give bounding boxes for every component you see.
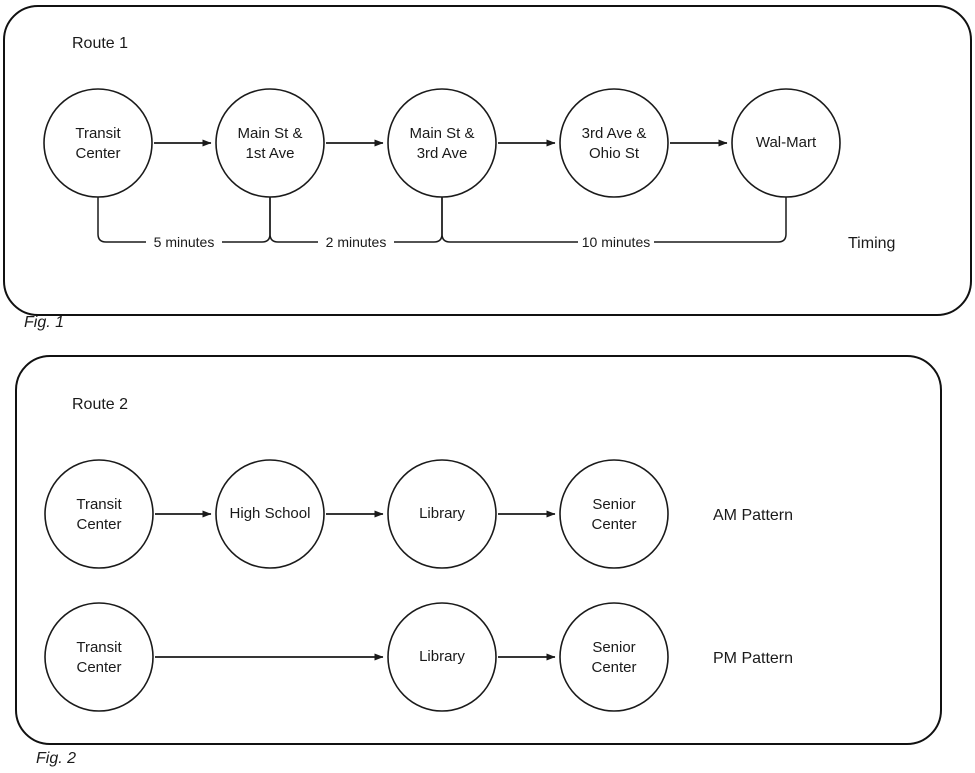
figure-1-timing-bracket-2: 2 minutes bbox=[269, 197, 443, 250]
figure-1-border bbox=[3, 5, 972, 316]
node-label-line1: Senior bbox=[592, 639, 635, 656]
figure-1-panel: Route 1 Transit Center Main St & 1st Ave… bbox=[3, 5, 972, 316]
figure-2-pm-node-library[interactable]: Library bbox=[387, 602, 497, 712]
node-circle[interactable] bbox=[215, 459, 325, 569]
node-label-line2: 1st Ave bbox=[246, 145, 295, 162]
node-circle[interactable] bbox=[387, 88, 497, 198]
timing-bracket-right-leg bbox=[222, 197, 271, 243]
figure-2-pm-node-senior-center[interactable]: Senior Center bbox=[559, 602, 669, 712]
figure-2-am-node-transit-center[interactable]: Transit Center bbox=[44, 459, 154, 569]
figure-1-caption: Fig. 1 bbox=[24, 314, 64, 331]
node-label-line2: Center bbox=[591, 516, 636, 533]
timing-bracket-left-leg bbox=[441, 197, 578, 243]
figure-2-pm-row: Transit Center Library Senior Center PM … bbox=[44, 602, 793, 712]
node-label-line1: Transit bbox=[75, 125, 121, 142]
node-circle[interactable] bbox=[44, 459, 154, 569]
figure-1-node-wal-mart[interactable]: Wal-Mart bbox=[731, 88, 841, 198]
node-circle[interactable] bbox=[215, 88, 325, 198]
node-label-line2: Center bbox=[75, 145, 120, 162]
node-circle[interactable] bbox=[387, 459, 497, 569]
node-label-line2: Center bbox=[76, 659, 121, 676]
timing-label-10-minutes: 10 minutes bbox=[582, 234, 650, 250]
figure-1-node-3rd-ave-ohio-st[interactable]: 3rd Ave & Ohio St bbox=[559, 88, 669, 198]
figure-2-caption: Fig. 2 bbox=[36, 750, 76, 767]
node-label-line1: Wal-Mart bbox=[756, 134, 817, 151]
timing-bracket-left-leg bbox=[269, 197, 318, 243]
figure-1-node-main-st-1st-ave[interactable]: Main St & 1st Ave bbox=[215, 88, 325, 198]
node-label-line1: Main St & bbox=[237, 125, 302, 142]
figure-1-node-transit-center[interactable]: Transit Center bbox=[43, 88, 153, 198]
node-circle[interactable] bbox=[559, 88, 669, 198]
figure-2-side-label-pm-pattern: PM Pattern bbox=[713, 650, 793, 667]
figure-2-title: Route 2 bbox=[72, 396, 128, 413]
node-label-line1: Transit bbox=[76, 639, 122, 656]
node-label-line1: Senior bbox=[592, 496, 635, 513]
node-circle[interactable] bbox=[44, 602, 154, 712]
timing-bracket-left-leg bbox=[97, 197, 146, 243]
figure-2-am-node-high-school[interactable]: High School bbox=[215, 459, 325, 569]
figure-2-panel: Route 2 Transit Center High School Libra… bbox=[15, 355, 942, 745]
figure-2-am-node-senior-center[interactable]: Senior Center bbox=[559, 459, 669, 569]
figure-2-am-row: Transit Center High School Library Senio… bbox=[44, 459, 793, 569]
node-circle[interactable] bbox=[559, 602, 669, 712]
figure-1-side-label-timing: Timing bbox=[848, 235, 895, 252]
node-label-line2: Center bbox=[591, 659, 636, 676]
node-label-line2: Ohio St bbox=[589, 145, 640, 162]
node-circle[interactable] bbox=[559, 459, 669, 569]
node-label-line1: Transit bbox=[76, 496, 122, 513]
node-circle[interactable] bbox=[387, 602, 497, 712]
timing-label-5-minutes: 5 minutes bbox=[154, 234, 215, 250]
figure-1-timing-bracket-3: 10 minutes bbox=[441, 197, 787, 250]
timing-label-2-minutes: 2 minutes bbox=[326, 234, 387, 250]
node-label-line1: Main St & bbox=[409, 125, 474, 142]
node-label-line1: Library bbox=[419, 648, 465, 665]
node-label-line2: 3rd Ave bbox=[417, 145, 468, 162]
timing-bracket-right-leg bbox=[394, 197, 443, 243]
figure-1-title: Route 1 bbox=[72, 35, 128, 52]
figure-2-side-label-am-pattern: AM Pattern bbox=[713, 507, 793, 524]
node-label-line1: 3rd Ave & bbox=[582, 125, 647, 142]
figure-1-timing-bracket-1: 5 minutes bbox=[97, 197, 271, 250]
node-circle[interactable] bbox=[43, 88, 153, 198]
timing-bracket-right-leg bbox=[654, 197, 787, 243]
figure-2-pm-node-transit-center[interactable]: Transit Center bbox=[44, 602, 154, 712]
node-label-line1: High School bbox=[230, 505, 311, 522]
node-label-line2: Center bbox=[76, 516, 121, 533]
figure-2-am-node-library[interactable]: Library bbox=[387, 459, 497, 569]
node-label-line1: Library bbox=[419, 505, 465, 522]
figure-1-node-main-st-3rd-ave[interactable]: Main St & 3rd Ave bbox=[387, 88, 497, 198]
figure-2-border bbox=[15, 355, 942, 745]
